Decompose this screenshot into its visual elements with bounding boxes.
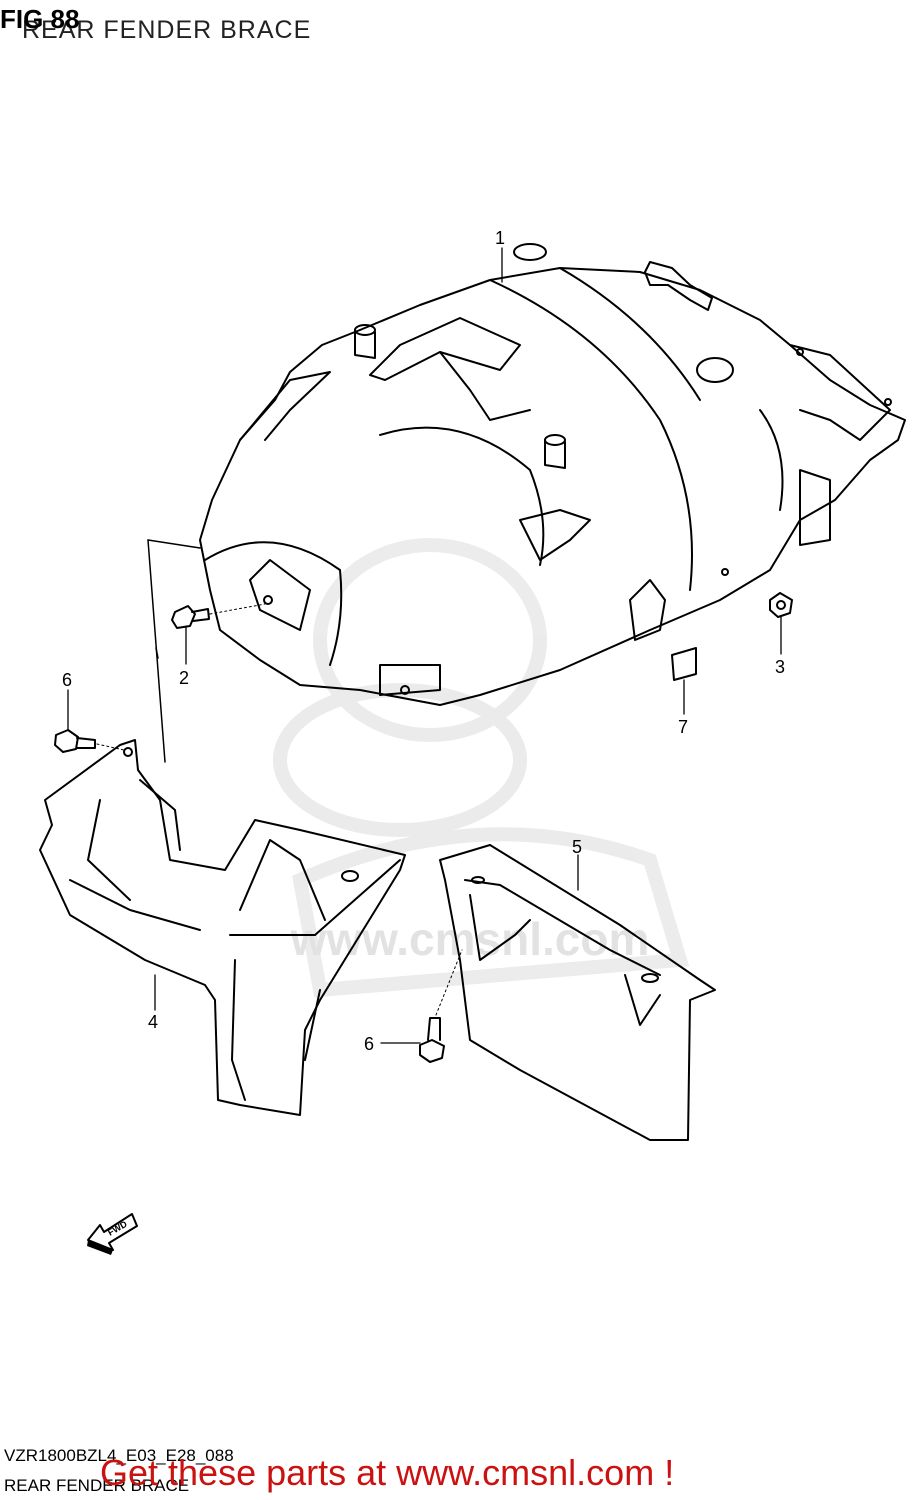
callout-6-lower: 6 [364, 1034, 374, 1054]
callout-5: 5 [572, 837, 582, 857]
callout-4: 4 [148, 1012, 158, 1032]
watermark-text: www.cmsnl.com [290, 913, 650, 965]
fwd-arrow-icon: FWD [87, 1213, 138, 1255]
brace-part-4 [39, 539, 406, 1116]
shop-link[interactable]: Get these parts at www.cmsnl.com ! [100, 1452, 675, 1493]
rear-fender-part-1 [199, 243, 906, 706]
footer-figure-name: REAR FENDER BRACE [4, 1476, 190, 1495]
bolt-part-2 [171, 603, 266, 629]
model-code: VZR1800BZL4_E03_E28_088 [4, 1446, 234, 1465]
bolt-part-6-lower [419, 949, 463, 1063]
cover-part-5 [439, 844, 716, 1141]
callout-1: 1 [495, 228, 505, 248]
callout-labels: 1 2 3 4 5 6 6 7 [62, 228, 785, 1054]
callout-2: 2 [179, 668, 189, 688]
nut-part-3 [769, 592, 793, 618]
callout-3: 3 [775, 657, 785, 677]
leader-lines [67, 247, 782, 1044]
figure-number: FIG 88 [0, 4, 80, 34]
callout-6-left: 6 [62, 670, 72, 690]
pad-part-7 [671, 647, 697, 681]
callout-7: 7 [678, 717, 688, 737]
figure-title: REAR FENDER BRACE [22, 16, 312, 44]
